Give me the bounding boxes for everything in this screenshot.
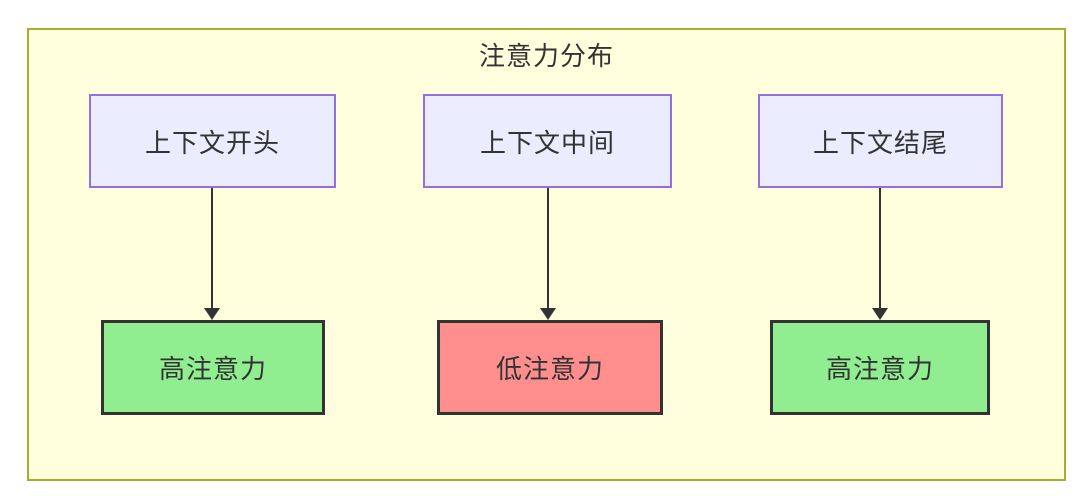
- arrow-head-icon: [540, 308, 556, 320]
- arrow-head-icon: [872, 308, 888, 320]
- node-high-attention-start-label: 高注意力: [158, 354, 267, 384]
- arrow-end-to-high-attention: [872, 188, 888, 320]
- node-context-end: 上下文结尾: [758, 94, 1003, 188]
- arrow-line: [211, 188, 213, 309]
- arrow-line: [547, 188, 549, 309]
- arrow-middle-to-low-attention: [540, 188, 556, 320]
- attention-distribution-group: 注意力分布 上下文开头 上下文中间 上下文结尾 高注意力 低注意力: [27, 28, 1066, 481]
- node-high-attention-end-label: 高注意力: [825, 354, 934, 384]
- node-context-start-label: 上下文开头: [144, 127, 280, 158]
- node-context-end-label: 上下文结尾: [812, 127, 948, 158]
- node-context-middle-label: 上下文中间: [479, 127, 615, 158]
- arrow-head-icon: [204, 308, 220, 320]
- node-low-attention-middle-label: 低注意力: [495, 354, 604, 384]
- node-low-attention-middle: 低注意力: [437, 320, 663, 415]
- node-context-middle: 上下文中间: [423, 94, 672, 188]
- node-high-attention-start: 高注意力: [101, 320, 325, 415]
- node-high-attention-end: 高注意力: [770, 320, 990, 415]
- arrow-line: [879, 188, 881, 309]
- diagram-title: 注意力分布: [478, 41, 614, 71]
- node-context-start: 上下文开头: [89, 94, 336, 188]
- arrow-start-to-high-attention: [204, 188, 220, 320]
